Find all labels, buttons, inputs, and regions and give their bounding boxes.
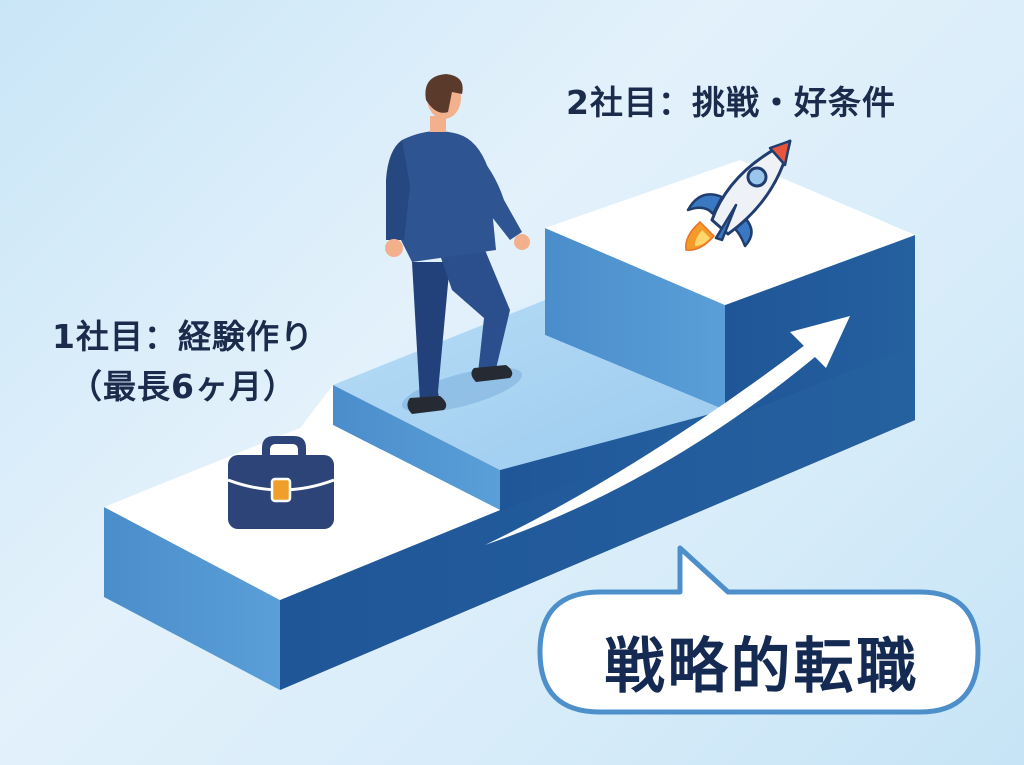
up-right-arrow-icon bbox=[485, 316, 850, 545]
second-company-label: 2社目：挑戦・好条件 bbox=[566, 83, 896, 122]
businessman-figure bbox=[385, 74, 530, 414]
first-company-duration: （最長6ヶ月） bbox=[69, 367, 297, 406]
callout-bubble bbox=[537, 545, 981, 715]
first-company-title: 1社目：経験作り bbox=[52, 317, 314, 356]
first-company-label: 1社目：経験作り （最長6ヶ月） bbox=[52, 312, 314, 412]
rocket-icon bbox=[685, 139, 792, 251]
callout-text: 戦略的転職 bbox=[604, 632, 920, 702]
briefcase-icon bbox=[227, 436, 335, 529]
